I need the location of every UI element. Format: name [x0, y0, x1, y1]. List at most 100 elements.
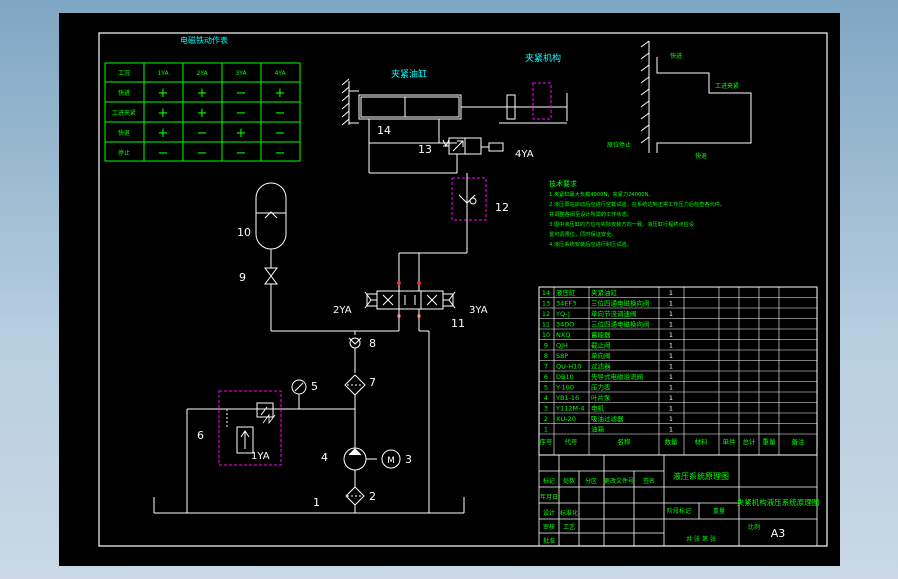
title-block-label: 标记 [543, 477, 555, 485]
bom-header: 序号 [540, 437, 554, 446]
bom-header: 单件 [723, 437, 737, 446]
bom-row-no: 7 [544, 363, 548, 371]
action-table-row-label: 快进 [118, 89, 130, 97]
tech-req-line-6: 4.液压系统安装后应进行耐压试验。 [549, 240, 632, 248]
solenoid-2ya-label: 2YA [333, 305, 352, 316]
bom-header: 材料 [695, 437, 709, 446]
tech-req-title: 技术要求 [549, 179, 577, 188]
component-number-2: 2 [369, 490, 376, 503]
shutoff-valve-9 [264, 267, 278, 285]
bom-row-code: YB1-16 [555, 394, 579, 402]
action-table-row-label: 快退 [118, 129, 130, 137]
tech-req-line-3: 并调整各阀至设计所需的工作状态。 [549, 210, 632, 218]
component-number-7: 7 [369, 376, 376, 389]
component-number-10: 10 [237, 226, 251, 239]
bom-row-name: 油箱 [591, 425, 605, 434]
title-block-label: 审核 [543, 523, 555, 531]
pressure-gauge-5 [291, 379, 307, 395]
title-block-label: 重量 [713, 507, 725, 515]
action-table-cell: − [275, 106, 286, 121]
project-name: 夹紧机构液压系统原理图 [737, 497, 820, 507]
accumulator-10 [255, 182, 287, 250]
action-table-cell: − [236, 146, 247, 161]
component-number-5: 5 [311, 380, 318, 393]
bom-row-no: 4 [544, 394, 548, 402]
bom-row-name: 截止阀 [591, 341, 611, 350]
component-number-13: 13 [418, 143, 432, 156]
graph-stop: 原位停止 [607, 141, 631, 149]
action-table-cell: + [158, 86, 169, 101]
action-table-cell: − [275, 126, 286, 141]
sheet-size: A3 [771, 527, 786, 540]
cylinder-label: 夹紧油缸 [391, 68, 427, 80]
bom-header: 总计 [743, 437, 757, 446]
component-number-14: 14 [377, 124, 391, 137]
solenoid-1ya-label: 1YA [251, 451, 270, 462]
circuit-labels: 夹紧油缸 夹紧机构 2YA 3YA 4YA 1YA 1 2 3 4 5 6 7 … [197, 52, 561, 509]
component-number-9: 9 [239, 271, 246, 284]
title-block-label: 标准化 [560, 509, 578, 517]
bom-row-name: 蓄能器 [591, 330, 611, 339]
title-block-label: 批准 [543, 537, 555, 545]
mechanism-label: 夹紧机构 [525, 52, 561, 64]
action-table-header: 3YA [235, 70, 247, 77]
title-block-label: 分区 [585, 477, 597, 485]
bom-header: 数量 [665, 437, 679, 446]
bom-row-name: 叶片泵 [591, 393, 611, 402]
motor-3: M [381, 449, 401, 469]
bom-row-name: 三位四通电磁换向阀 [591, 320, 650, 329]
oil-tank-1 [153, 497, 465, 514]
title-block-label: 共 张 第 张 [686, 535, 716, 543]
bom-row-no: 3 [544, 405, 548, 413]
title-block-label: 更改文件号 [604, 477, 634, 485]
relief-valve-6 [226, 402, 276, 454]
bom-row-name: 压力表 [591, 383, 611, 392]
action-table-header: 4YA [274, 70, 286, 77]
bom-row-no: 14 [542, 289, 550, 297]
bom-row-name: 先导式电磁溢流阀 [591, 372, 643, 381]
title-block-label: 年月日 [540, 493, 558, 501]
bom-row-name: 电机 [591, 404, 605, 413]
component-number-1: 1 [313, 496, 320, 509]
action-table-cell: − [275, 146, 286, 161]
bom-row-no: 8 [544, 352, 548, 360]
action-table-cell: − [197, 126, 208, 141]
bom-row-name: 单向节流调速阀 [591, 309, 637, 318]
bom-row-name: 单向阀 [591, 351, 611, 360]
action-table-header: 工况 [118, 70, 130, 77]
check-valve-8 [348, 337, 362, 349]
title-block-label: 设计 [543, 509, 555, 517]
bom-row-name: 三位四通电磁换向阀 [591, 299, 650, 308]
action-table-cell: − [236, 106, 247, 121]
bom-row-code: S8P [556, 352, 568, 360]
tech-req-line-5: 置可调限位，同时保证安全。 [549, 230, 616, 238]
bom-row-code: 34DO [556, 321, 574, 329]
bom-row-no: 1 [544, 426, 548, 434]
action-table-cell: − [236, 86, 247, 101]
clamping-mechanism [499, 82, 567, 124]
bom-row-no: 5 [544, 384, 548, 392]
action-table-cell: − [158, 146, 169, 161]
bom-row-code: Y112M-4 [555, 405, 584, 413]
bom-row-qty: 1 [669, 363, 673, 371]
bom-row-code: NXQ [556, 331, 570, 339]
component-number-8: 8 [369, 337, 376, 350]
throttle-valve-12 [458, 173, 477, 225]
title-block-label: 处数 [563, 477, 575, 485]
bom-row-qty: 1 [669, 373, 673, 381]
bom-row-qty: 1 [669, 415, 673, 423]
bom-row-qty: 1 [669, 394, 673, 402]
directional-valve-13 [369, 137, 504, 173]
directional-valve-11 [364, 290, 456, 310]
bom-header: 备注 [792, 437, 806, 446]
drawing-name: 液压系统原理图 [673, 471, 729, 481]
bom-row-code: QU-H10 [556, 363, 581, 371]
bom-row-code: 34EF3 [556, 300, 576, 308]
action-table-row-label: 工进夹紧 [112, 109, 136, 117]
throttle-valve-box-12 [451, 177, 487, 221]
motion-cycle-graph: 快进 工进夹紧 原位停止 快退 [607, 40, 752, 160]
